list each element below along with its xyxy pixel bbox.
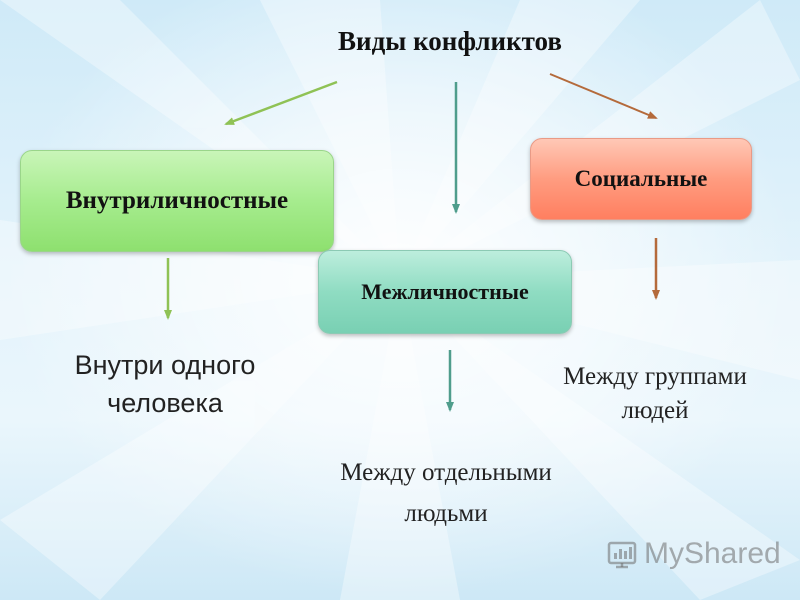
diagram-title: Виды конфликтов (338, 26, 562, 56)
description-interpersonal: Между отдельными людьми (340, 459, 552, 527)
arrow-title-to-intrapersonal (224, 80, 338, 126)
category-box-intrapersonal: Внутриличностные (20, 150, 334, 252)
category-box-social: Социальные (530, 138, 752, 220)
category-box-interpersonal: Межличностные (318, 250, 572, 334)
myshared-logo-icon (607, 541, 637, 569)
arrow-title-to-social (549, 73, 658, 119)
description-intrapersonal: Внутри одного человека (74, 350, 256, 418)
watermark: MyShared (606, 537, 781, 571)
watermark-text: MyShared (644, 537, 781, 570)
description-social: Между группами людей (563, 363, 747, 424)
